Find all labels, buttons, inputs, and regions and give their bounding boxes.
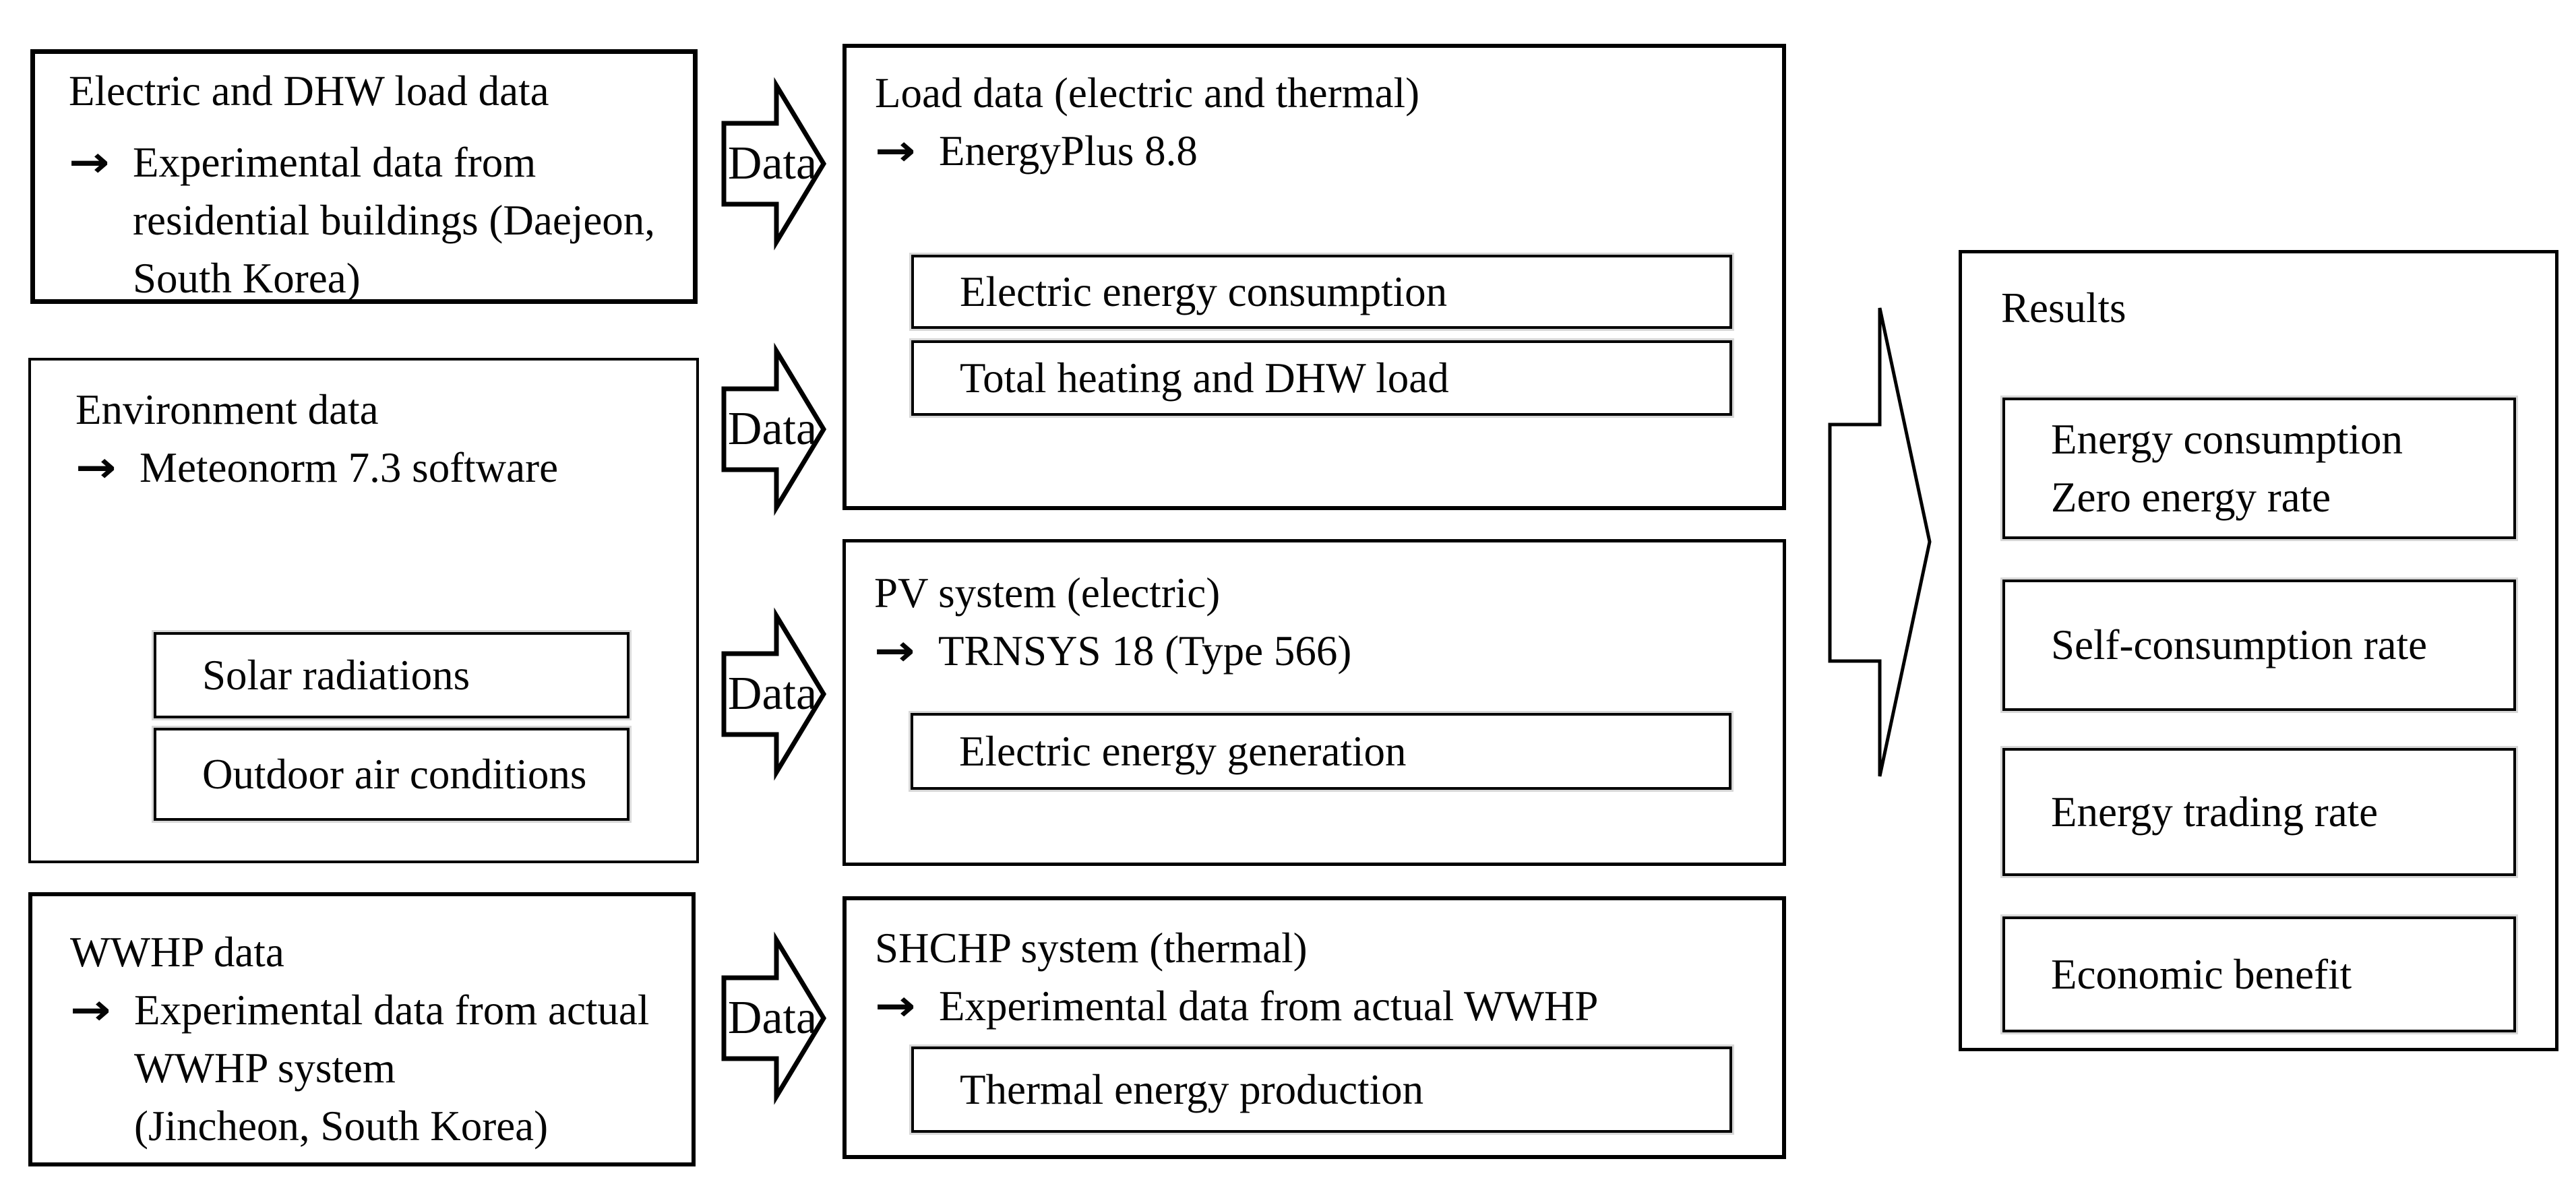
right-arrow-icon: → — [875, 126, 916, 175]
data-arrow-label: Data — [727, 137, 818, 189]
data-arrow-4: Data — [721, 931, 828, 1105]
bullet-text-line: Experimental data from actual WWHP — [939, 982, 1599, 1030]
bullet-text-line: EnergyPlus 8.8 — [939, 127, 1198, 175]
subbox-solar-radiations: Solar radiations — [152, 630, 632, 720]
merge-arrow — [1828, 305, 1933, 779]
bullet-text-line: Meteonorm 7.3 software — [140, 444, 559, 491]
data-arrow-1: Data — [721, 77, 828, 251]
subbox-total-heating-dhw-load: Total heating and DHW load — [909, 338, 1734, 418]
result-item-economic-benefit: Economic benefit — [2000, 914, 2518, 1034]
data-arrow-label: Data — [727, 992, 818, 1044]
result-item-line: Energy consumption — [2051, 416, 2403, 463]
result-item-energy-trading-rate: Energy trading rate — [2000, 746, 2518, 878]
box-bullet: → Meteonorm 7.3 software — [75, 439, 683, 497]
subbox-label: Electric energy generation — [959, 727, 1407, 775]
result-item-line: Zero energy rate — [2051, 474, 2331, 521]
box-title: PV system (electric) — [874, 569, 1221, 617]
data-arrow-icon — [721, 342, 827, 516]
result-item-line: Energy trading rate — [2051, 788, 2379, 836]
data-arrow-2: Data — [721, 342, 828, 516]
box-shchp-system: SHCHP system (thermal) → Experimental da… — [842, 896, 1786, 1159]
box-environment-data: Environment data → Meteonorm 7.3 softwar… — [28, 358, 699, 863]
data-arrow-icon — [721, 607, 827, 781]
box-title: SHCHP system (thermal) — [875, 925, 1308, 972]
right-arrow-icon: → — [874, 626, 915, 675]
data-arrow-icon — [721, 77, 827, 251]
box-pv-system: PV system (electric) → TRNSYS 18 (Type 5… — [842, 539, 1786, 866]
subbox-label: Outdoor air conditions — [202, 750, 587, 798]
subbox-electric-energy-generation: Electric energy generation — [909, 711, 1734, 792]
results-title: Results — [2001, 284, 2126, 332]
subbox-thermal-energy-production: Thermal energy production — [909, 1044, 1734, 1135]
bullet-text: Experimental data from residential build… — [133, 133, 655, 307]
box-bullet: → Experimental data from actual WWHP sys… — [70, 981, 678, 1155]
bullet-text-line: residential buildings (Daejeon, — [133, 197, 656, 244]
box-bullet: → Experimental data from actual WWHP — [875, 977, 1762, 1035]
bullet-text-line: Experimental data from actual — [134, 987, 650, 1034]
subbox-label: Solar radiations — [202, 651, 470, 699]
data-arrow-icon — [721, 931, 827, 1105]
box-wwhp-data: WWHP data → Experimental data from actua… — [28, 892, 696, 1166]
bullet-text: EnergyPlus 8.8 — [939, 122, 1198, 180]
subbox-outdoor-air-conditions: Outdoor air conditions — [152, 726, 632, 823]
box-bullet: → Experimental data from residential bui… — [69, 133, 679, 307]
bullet-text-line: WWHP system — [134, 1044, 396, 1092]
right-arrow-icon: → — [75, 443, 117, 492]
box-load-data-simulation: Load data (electric and thermal) → Energ… — [842, 44, 1786, 510]
bullet-text: Experimental data from actual WWHP syste… — [134, 981, 649, 1155]
subbox-label: Electric energy consumption — [960, 268, 1448, 315]
subbox-label: Thermal energy production — [960, 1065, 1424, 1113]
box-title: Environment data — [75, 386, 379, 433]
bullet-text-line: South Korea) — [133, 255, 361, 302]
merge-arrow-icon — [1828, 307, 1932, 777]
result-item-line: Self-consumption rate — [2051, 621, 2428, 668]
bullet-text: Meteonorm 7.3 software — [140, 439, 558, 497]
box-bullet: → EnergyPlus 8.8 — [875, 122, 1762, 180]
right-arrow-icon: → — [69, 137, 110, 187]
result-item-self-consumption-rate: Self-consumption rate — [2000, 578, 2518, 713]
bullet-text-line: (Jincheon, South Korea) — [134, 1102, 549, 1150]
box-title: WWHP data — [70, 929, 284, 976]
box-electric-dhw-load-data: Electric and DHW load data → Experimenta… — [30, 49, 698, 304]
data-arrow-3: Data — [721, 607, 828, 781]
right-arrow-icon: → — [70, 985, 111, 1034]
box-title: Load data (electric and thermal) — [875, 69, 1420, 117]
bullet-text-line: TRNSYS 18 (Type 566) — [938, 627, 1352, 675]
bullet-text-line: Experimental data from — [133, 139, 536, 186]
box-results: Results Energy consumption Zero energy r… — [1959, 250, 2558, 1051]
subbox-electric-energy-consumption: Electric energy consumption — [909, 253, 1734, 331]
result-item-energy-consumption-zero-energy-rate: Energy consumption Zero energy rate — [2000, 396, 2518, 541]
data-arrow-label: Data — [727, 403, 818, 455]
right-arrow-icon: → — [875, 981, 916, 1030]
box-bullet: → TRNSYS 18 (Type 566) — [874, 622, 1762, 680]
bullet-text: Experimental data from actual WWHP — [939, 977, 1598, 1035]
bullet-text: TRNSYS 18 (Type 566) — [938, 622, 1351, 680]
box-title: Electric and DHW load data — [69, 67, 549, 115]
result-item-line: Economic benefit — [2051, 950, 2352, 998]
data-arrow-label: Data — [727, 668, 818, 720]
subbox-label: Total heating and DHW load — [960, 354, 1449, 402]
